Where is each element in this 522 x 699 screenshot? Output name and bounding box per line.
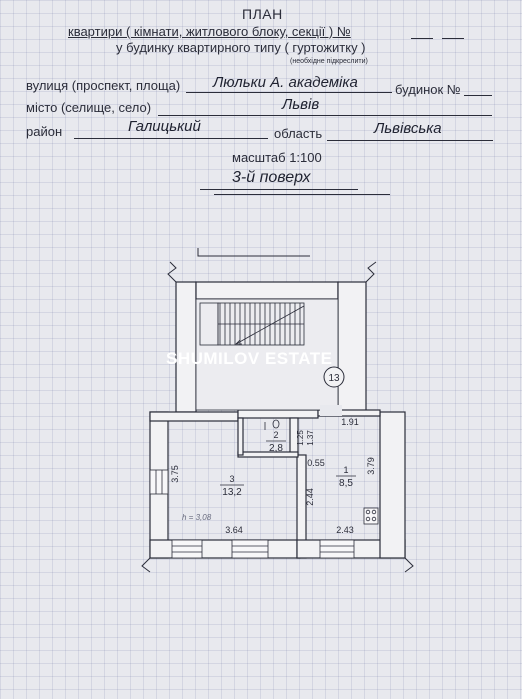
city-value: Львів	[282, 96, 320, 113]
dim-corridor: 0.55	[307, 458, 325, 468]
dim-room3-width: 3.64	[225, 525, 243, 535]
leader-mark	[197, 248, 310, 257]
district-value: Галицький	[128, 118, 201, 135]
street-label: вулиця (проспект, площа)	[26, 78, 181, 93]
city-label: місто (селище, село)	[26, 100, 152, 115]
height-note: h = 3,08	[182, 513, 212, 522]
bathroom-fixtures	[264, 419, 280, 430]
window-room1	[319, 539, 355, 559]
dim-room1-top: 1.91	[341, 417, 359, 427]
dim-room1-side: 3.79	[366, 457, 376, 475]
stove	[363, 507, 379, 525]
floor-underline	[200, 189, 358, 190]
room2-id: 2	[273, 430, 278, 440]
apartment-number-blank-2	[442, 38, 464, 39]
floor-underline-2	[214, 194, 390, 195]
header-line-apartment: квартири ( кімнати, житлового блоку, сек…	[68, 24, 351, 39]
region-underline	[327, 140, 493, 141]
stairwell	[195, 298, 339, 411]
region-value: Львівська	[374, 120, 442, 137]
apartment-number-blank	[411, 38, 433, 39]
city-underline	[158, 115, 492, 116]
house-underline	[464, 95, 492, 96]
dim-room2-a: 1.25	[296, 430, 305, 446]
window-room3	[171, 539, 269, 559]
room3-id: 3	[229, 474, 234, 484]
stair-number-circle	[323, 366, 345, 388]
watermark: SHUMILOV ESTATE	[166, 349, 333, 368]
district-label: район	[26, 124, 63, 139]
header-line-building: у будинку квартирного типу ( гуртожитку …	[116, 40, 366, 55]
page-title: ПЛАН	[242, 6, 283, 22]
region-label: область	[274, 126, 323, 141]
house-label: будинок №	[395, 82, 461, 97]
stair-number: 13	[328, 373, 340, 384]
street-value: Люльки А. академіка	[213, 74, 358, 91]
room3-area: 13,2	[222, 487, 242, 498]
floor-label: 3-й поверх	[232, 169, 311, 186]
scale-label: масштаб 1:100	[232, 150, 322, 165]
district-underline	[74, 138, 268, 139]
street-underline	[186, 92, 392, 93]
dim-room3-height: 3.75	[170, 465, 180, 483]
dim-passage: 2.44	[305, 488, 315, 506]
room2-area: 2,8	[269, 443, 283, 454]
underline-note: (необхідне підкреслити)	[290, 58, 368, 65]
room1-area: 8,5	[339, 478, 353, 489]
dim-room1-bottom: 2.43	[336, 525, 354, 535]
dim-room2-b: 1.37	[306, 430, 315, 446]
room1-id: 1	[343, 465, 348, 475]
